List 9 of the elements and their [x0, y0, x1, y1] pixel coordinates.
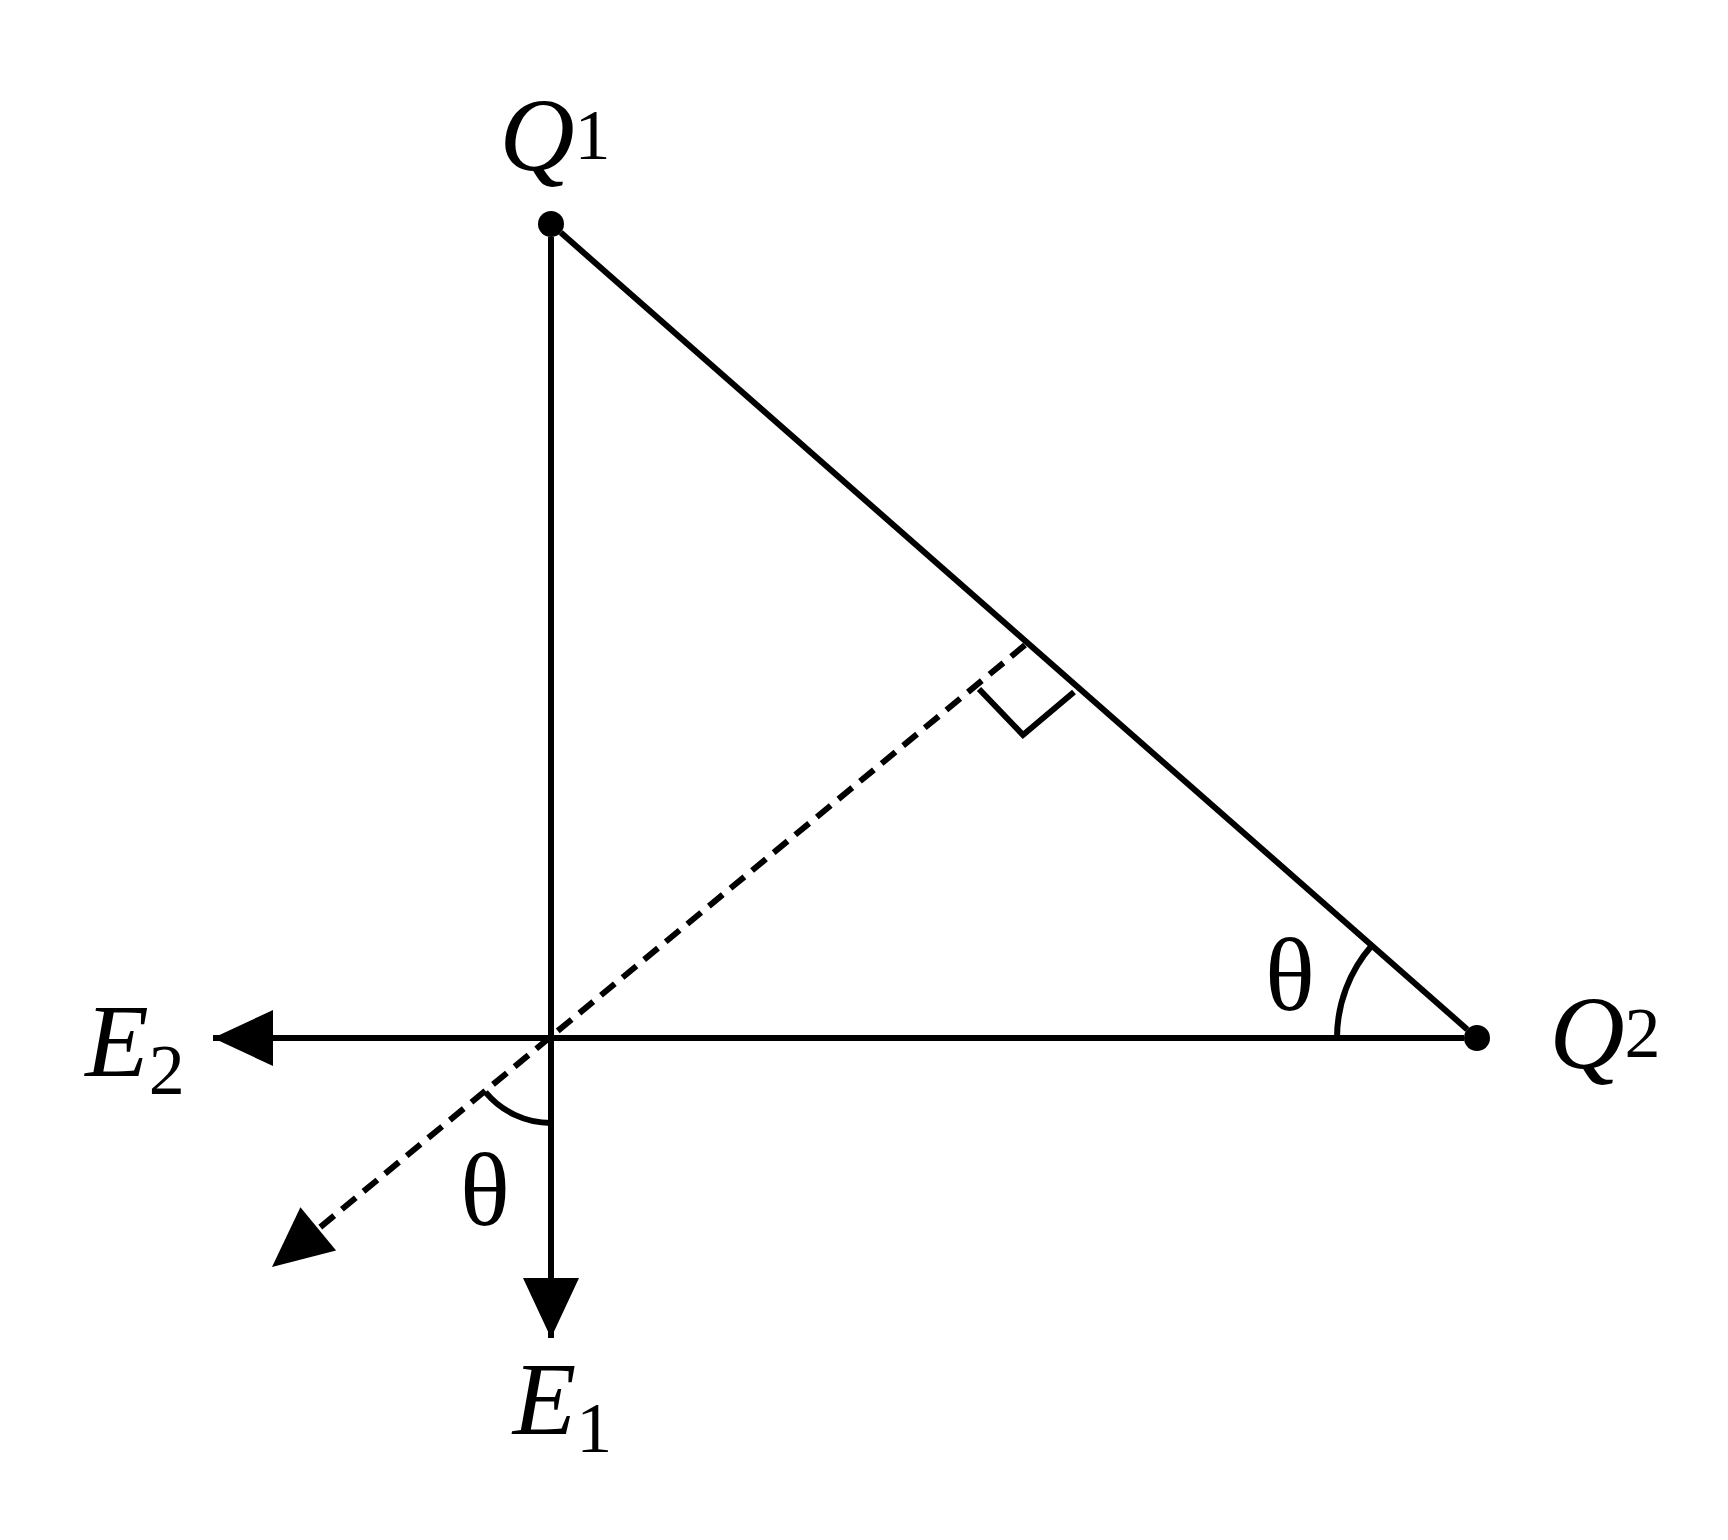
angle-label: θ — [459, 1135, 511, 1245]
angle-label: θ — [1264, 920, 1316, 1030]
point-charge — [538, 211, 564, 237]
connecting-line — [558, 230, 1470, 1032]
point-charge — [1464, 1025, 1490, 1051]
field-arrow — [213, 1010, 1464, 1066]
field-arrow — [523, 237, 579, 1338]
vector-label: E$_{1}$ — [490, 1340, 635, 1470]
vector-label: E$_{2}$ — [55, 985, 215, 1110]
